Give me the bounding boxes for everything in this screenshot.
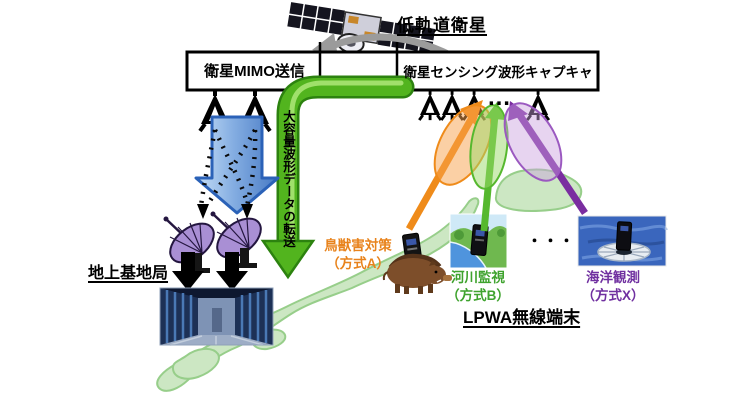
transfer-arrow [260, 75, 415, 280]
dish-antenna-icons [161, 209, 270, 275]
ground-station-label: 地上基地局 [88, 265, 169, 282]
downlink-blue-arrow [194, 115, 280, 215]
mimo-arrowheads [197, 204, 253, 219]
mimo-dotted-paths [198, 128, 258, 208]
sensing-capture-label: 衛星センシング波形キャプキャ [403, 65, 593, 80]
ocean-beam [503, 101, 588, 215]
ocean-buoy-image [577, 215, 668, 267]
server-room-image [159, 287, 274, 346]
wildlife-label-name: 鳥獣害対策 [324, 238, 392, 253]
transfer-arrow-label: 大容量波形データの転送 [281, 110, 295, 248]
ocean-label-name: 海洋観測 [586, 270, 640, 285]
wildlife-label: 鳥獣害対策 （方式A） [316, 237, 400, 273]
river-label-name: 河川監視 [451, 270, 505, 285]
river-label-method: （方式B） [446, 288, 510, 303]
terminals-ellipsis: ・・・ [527, 233, 576, 250]
antenna-ellipsis: … [487, 84, 512, 111]
wildlife-label-method: （方式A） [326, 256, 390, 271]
boar-image [382, 232, 452, 294]
lpwa-heading: LPWA無線端末 [463, 308, 581, 327]
mimo-tx-label: 衛星MIMO送信 [204, 63, 305, 80]
ocean-label-method: （方式X） [581, 288, 645, 303]
river-label: 河川監視 （方式B） [436, 269, 520, 305]
satellite-label: 低軌道衛星 [397, 16, 487, 35]
river-monitor-image [449, 213, 508, 269]
ocean-label: 海洋観測 （方式X） [571, 269, 655, 305]
river-beam [469, 102, 509, 232]
